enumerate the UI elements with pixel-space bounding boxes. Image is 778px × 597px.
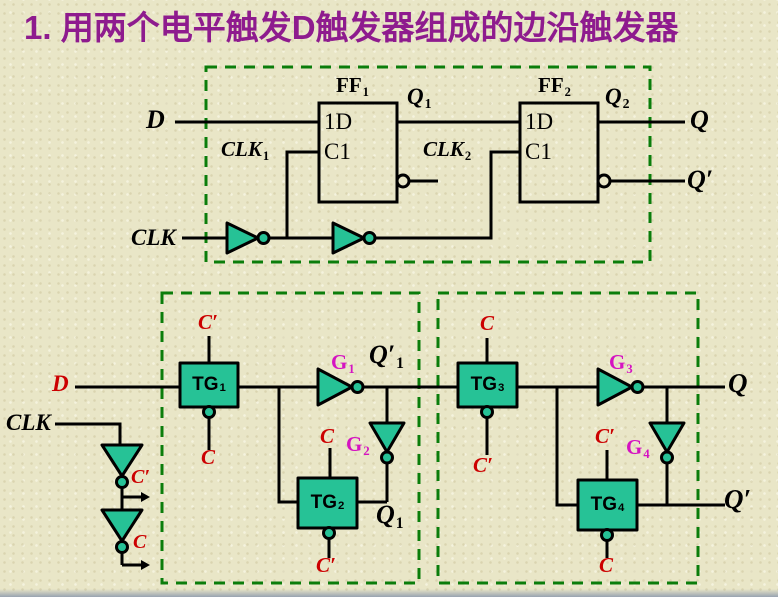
ff2-qbar-bubble-icon (596, 173, 612, 189)
q1-prime-label: Q′1 (369, 340, 404, 372)
g3-not-gate-icon (596, 367, 634, 407)
not-gate-2-icon (331, 221, 366, 255)
q1-label: Q1 (407, 84, 432, 112)
ff2-pin-c1-label: C1 (525, 139, 552, 164)
ff1-label: FF1 (336, 73, 369, 99)
bottom-q1-label: Q1 (376, 500, 404, 532)
g2-bubble-icon (380, 450, 394, 465)
top-q-label: Q (690, 105, 709, 134)
tg4-top-control-label: C′ (595, 424, 615, 448)
tg2-box (296, 476, 359, 530)
top-d-label: D (146, 105, 165, 134)
g3-bubble-icon (630, 380, 645, 394)
clk-not-gate-2-icon (100, 508, 144, 543)
ff2-label: FF2 (538, 73, 571, 99)
c-tap-label: C (133, 531, 147, 553)
g2-not-gate-icon (368, 421, 406, 454)
top-clk-label: CLK (131, 225, 176, 250)
tg4-bottom-control-label: C (599, 553, 614, 577)
not-gate-1-icon (225, 221, 260, 255)
clk-not-gate-2-bubble-icon (115, 540, 129, 554)
tg3-box (456, 361, 519, 409)
slide-title: 1. 用两个电平触发D触发器组成的边沿触发器 (24, 9, 679, 46)
bottom-d-label: D (52, 371, 69, 396)
tg2-bubble-icon (322, 526, 336, 540)
tg1-top-control-label: C′ (198, 310, 218, 334)
tg3-bottom-control-label: C′ (473, 453, 493, 477)
wire-feedback-to-tg2 (277, 387, 298, 504)
ff1-qbar-bubble-icon (395, 173, 411, 189)
g1-bubble-icon (350, 380, 365, 394)
g4-bubble-icon (660, 450, 674, 465)
tg2-top-control-label: C (320, 424, 335, 448)
g1-label: G1 (331, 350, 355, 376)
clk-not-gate-1-bubble-icon (115, 475, 129, 489)
bottom-clk-label: CLK (6, 410, 51, 435)
bottom-q-label: Q (728, 368, 748, 398)
bottom-qbar-label: Q′ (724, 484, 752, 514)
g4-not-gate-icon (648, 421, 686, 454)
not-gate-2-bubble-icon (362, 231, 377, 245)
c-arrow-icon (141, 560, 150, 570)
tg1-bottom-control-label: C (201, 445, 216, 469)
q2-label: Q2 (605, 84, 630, 112)
tg3-bubble-icon (480, 405, 494, 419)
tg2-bottom-control-label: C′ (316, 553, 336, 577)
tg1-box (178, 361, 240, 409)
tg1-bubble-icon (202, 405, 216, 419)
wire-clk-to-inverters (55, 422, 122, 445)
g2-label: G2 (346, 432, 370, 458)
ff1-pin-c1-label: C1 (324, 139, 351, 164)
not-gate-1-bubble-icon (256, 231, 271, 245)
wire-clk2-to-ff2 (375, 150, 520, 240)
top-qbar-label: Q′ (687, 165, 714, 194)
wire-clk1-to-ff1 (285, 150, 319, 238)
bottom-dashed-box-1 (160, 291, 421, 585)
cprime-tap-label: C′ (131, 466, 150, 488)
ff2-pin-1d-label: 1D (525, 109, 554, 134)
slide-bottom-shadow (0, 589, 778, 597)
tg4-box (576, 478, 639, 532)
tg4-bubble-icon (600, 528, 614, 542)
g3-label: G3 (609, 350, 633, 376)
tg3-top-control-label: C (480, 311, 495, 335)
g1-not-gate-icon (316, 367, 354, 407)
clk1-label: CLK1 (221, 137, 270, 163)
top-dashed-box (204, 65, 652, 264)
g4-label: G4 (626, 435, 650, 461)
clk-not-gate-1-icon (100, 443, 144, 478)
cprime-arrow-icon (141, 492, 150, 502)
clk2-label: CLK2 (423, 137, 472, 163)
bottom-dashed-box-2 (436, 291, 700, 585)
ff1-pin-1d-label: 1D (324, 109, 353, 134)
wire-feedback-to-tg4 (555, 387, 578, 507)
